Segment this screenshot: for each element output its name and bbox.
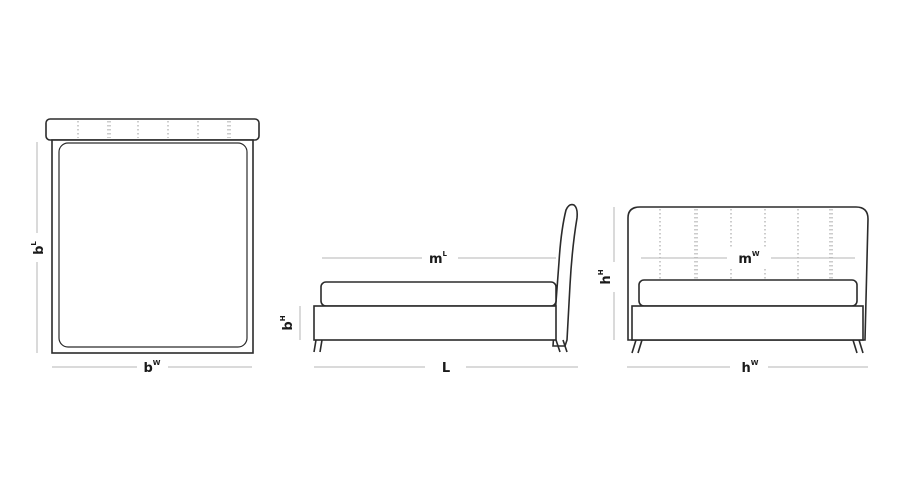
front-view-headboard-stitching [659, 209, 833, 282]
side-view-mattress-length-label: mL [429, 250, 448, 267]
top-view-headboard-stitching [77, 121, 231, 138]
side-view-base-height-label: bH [279, 315, 296, 330]
side-view-mattress [320, 281, 557, 307]
top-view-mattress [58, 142, 248, 348]
side-view-leg-front [313, 339, 323, 353]
front-view-leg-right [852, 339, 864, 354]
top-view: bL bW [30, 118, 260, 376]
side-view: mL bH L [279, 203, 578, 376]
front-view-headboard-height-label: hH [597, 269, 614, 284]
front-view: mW hH hW [597, 206, 869, 376]
front-view-mattress [638, 279, 858, 307]
top-view-length-label: bL [30, 241, 47, 255]
side-view-headboard [552, 203, 578, 347]
top-view-bed-frame [51, 139, 254, 354]
front-view-leg-left [631, 339, 643, 354]
side-view-leg-back [555, 339, 568, 353]
side-view-base [313, 305, 557, 341]
side-view-overall-length-label: L [442, 361, 450, 376]
front-view-mattress-width-label: mW [738, 250, 760, 267]
top-view-width-label: bW [143, 359, 160, 376]
front-view-base [631, 305, 864, 341]
front-view-headboard-width-label: hW [742, 359, 759, 376]
